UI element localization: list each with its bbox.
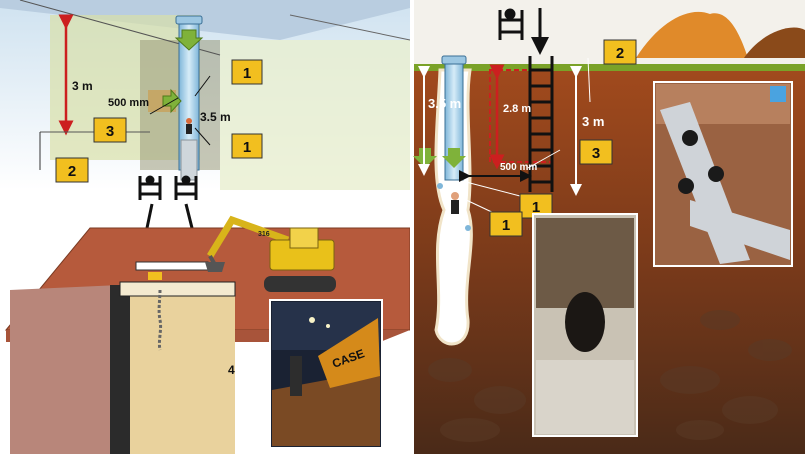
- ladder-climber-icon: [498, 8, 524, 40]
- left-badge-1-lower: 1: [231, 133, 263, 159]
- svg-text:1: 1: [243, 139, 251, 156]
- right-depth-3-label: 3 m: [582, 114, 604, 129]
- left-gap-label: 500 mm: [108, 97, 149, 109]
- pit-marker: 4: [228, 363, 235, 377]
- svg-text:2: 2: [68, 163, 76, 180]
- svg-text:3: 3: [592, 145, 600, 162]
- svg-text:1: 1: [532, 199, 540, 216]
- left-badge-3: 3: [93, 117, 127, 143]
- left-badge-2: 2: [55, 157, 89, 183]
- svg-text:1: 1: [502, 217, 510, 234]
- trench-ladder-photo: [653, 81, 793, 267]
- right-badge-3: 3: [579, 139, 613, 165]
- ladder-climber-icon: [174, 175, 198, 200]
- svg-text:1: 1: [243, 65, 251, 82]
- right-depth-2-8-label: 2.8 m: [503, 103, 531, 115]
- svg-text:2: 2: [616, 45, 624, 62]
- svg-text:3: 3: [106, 123, 114, 140]
- right-gap-label: 500 mm: [500, 162, 537, 173]
- excavator-illustration: 316: [205, 215, 336, 292]
- tunnel-photo: [532, 213, 638, 437]
- ladder-climber-icon: [138, 175, 162, 200]
- rescue-ladder: [528, 56, 554, 192]
- right-shaft-label: 3.5 m: [428, 96, 461, 111]
- left-cutaway-view: 3 m 500 mm 3.5 m: [0, 0, 411, 190]
- left-depth-label: 3 m: [72, 79, 93, 93]
- panel-divider: [410, 0, 414, 454]
- left-shaft-label: 3.5 m: [200, 110, 231, 124]
- right-badge-1-lower: 1: [489, 211, 523, 237]
- left-badge-1-upper: 1: [231, 59, 263, 85]
- right-badge-2: 2: [603, 39, 637, 65]
- excavator-model: 316: [258, 231, 270, 238]
- night-excavation-photo: CASE: [269, 299, 383, 449]
